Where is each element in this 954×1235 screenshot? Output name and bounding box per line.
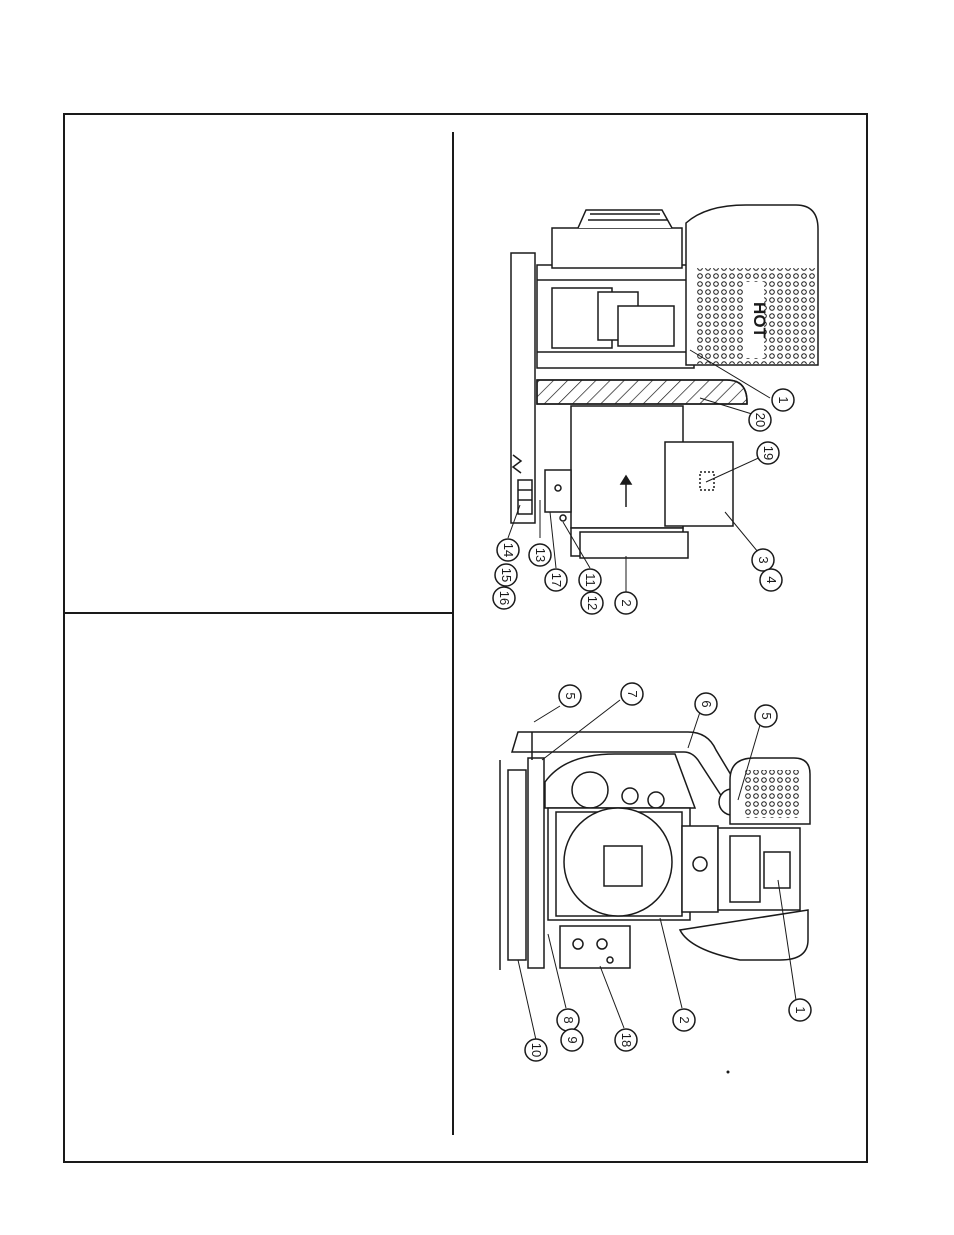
hot-warning-label: HOT	[750, 302, 769, 339]
callout-top-18	[614, 1028, 638, 1052]
callout-side-20-label: 20	[753, 413, 768, 427]
side-rail-break	[511, 454, 523, 474]
callout-side-13	[528, 543, 552, 567]
side-control-box	[664, 441, 734, 527]
callout-side-2	[614, 591, 638, 615]
callout-side-1	[771, 388, 795, 412]
callout-side-12	[580, 591, 604, 615]
top-fuel-tank	[678, 909, 809, 961]
top-regulator-bracket	[559, 925, 631, 969]
callout-side-16	[492, 586, 516, 610]
callout-side-17	[544, 568, 568, 592]
callout-side-12-label: 12	[585, 596, 600, 610]
callout-top-10	[524, 1038, 548, 1062]
callout-side-4	[759, 568, 783, 592]
callout-top-9-label: 9	[565, 1036, 580, 1043]
callout-top-2-label: 2	[677, 1016, 692, 1023]
callout-top-5b-label: 5	[759, 712, 774, 719]
top-engine	[544, 753, 697, 809]
side-air-cleaner	[577, 209, 673, 229]
callout-side-14-label: 14	[501, 543, 516, 557]
callout-top-2	[672, 1008, 696, 1032]
callout-side-15	[494, 563, 518, 587]
diagram-svg: HOT	[492, 204, 819, 1074]
vertical-divider	[452, 132, 454, 1135]
callout-side-3	[751, 548, 775, 572]
side-view: HOT	[492, 204, 819, 615]
generator-diagram: HOT	[454, 116, 866, 1161]
callout-side-19-label: 19	[761, 446, 776, 460]
callout-top-7	[620, 682, 644, 706]
side-exhaust-shield	[536, 379, 748, 405]
top-stator-label	[603, 845, 643, 887]
callout-top-5a-label: 5	[563, 692, 578, 699]
callout-side-3-label: 3	[756, 556, 771, 563]
callout-side-19	[756, 441, 780, 465]
callout-side-11	[578, 568, 602, 592]
top-base-rail	[507, 769, 527, 961]
callout-side-1-label: 1	[776, 396, 791, 403]
callout-top-10-label: 10	[529, 1043, 544, 1057]
callout-side-2-label: 2	[619, 599, 634, 606]
callout-top-1	[788, 998, 812, 1022]
top-view: 5 7 6 5 1 2 18 8 9 10	[499, 682, 812, 1074]
callout-side-11-label: 11	[583, 573, 598, 587]
callout-top-5a	[558, 684, 582, 708]
callout-side-13-label: 13	[533, 548, 548, 562]
side-base-rail	[510, 252, 536, 524]
text-panel-top	[66, 116, 451, 610]
page-frame	[63, 113, 868, 1163]
callout-top-9	[560, 1028, 584, 1052]
callout-top-1-label: 1	[793, 1006, 808, 1013]
callout-top-8-label: 8	[561, 1016, 576, 1023]
callout-top-18-label: 18	[619, 1033, 634, 1047]
callout-top-6	[694, 692, 718, 716]
text-panel-bottom	[66, 615, 451, 1160]
side-engine-head	[551, 227, 683, 269]
stray-dot	[726, 1070, 730, 1074]
callout-side-20	[748, 408, 772, 432]
callout-top-5b	[754, 704, 778, 728]
callout-side-15-label: 15	[499, 568, 514, 582]
callout-side-17-label: 17	[549, 573, 564, 587]
side-mount	[517, 479, 533, 515]
horizontal-divider	[65, 612, 453, 614]
callout-top-6-label: 6	[699, 700, 714, 707]
callout-side-14	[496, 538, 520, 562]
callout-side-16-label: 16	[497, 591, 512, 605]
callout-top-7-label: 7	[625, 690, 640, 697]
callout-side-4-label: 4	[764, 576, 779, 583]
